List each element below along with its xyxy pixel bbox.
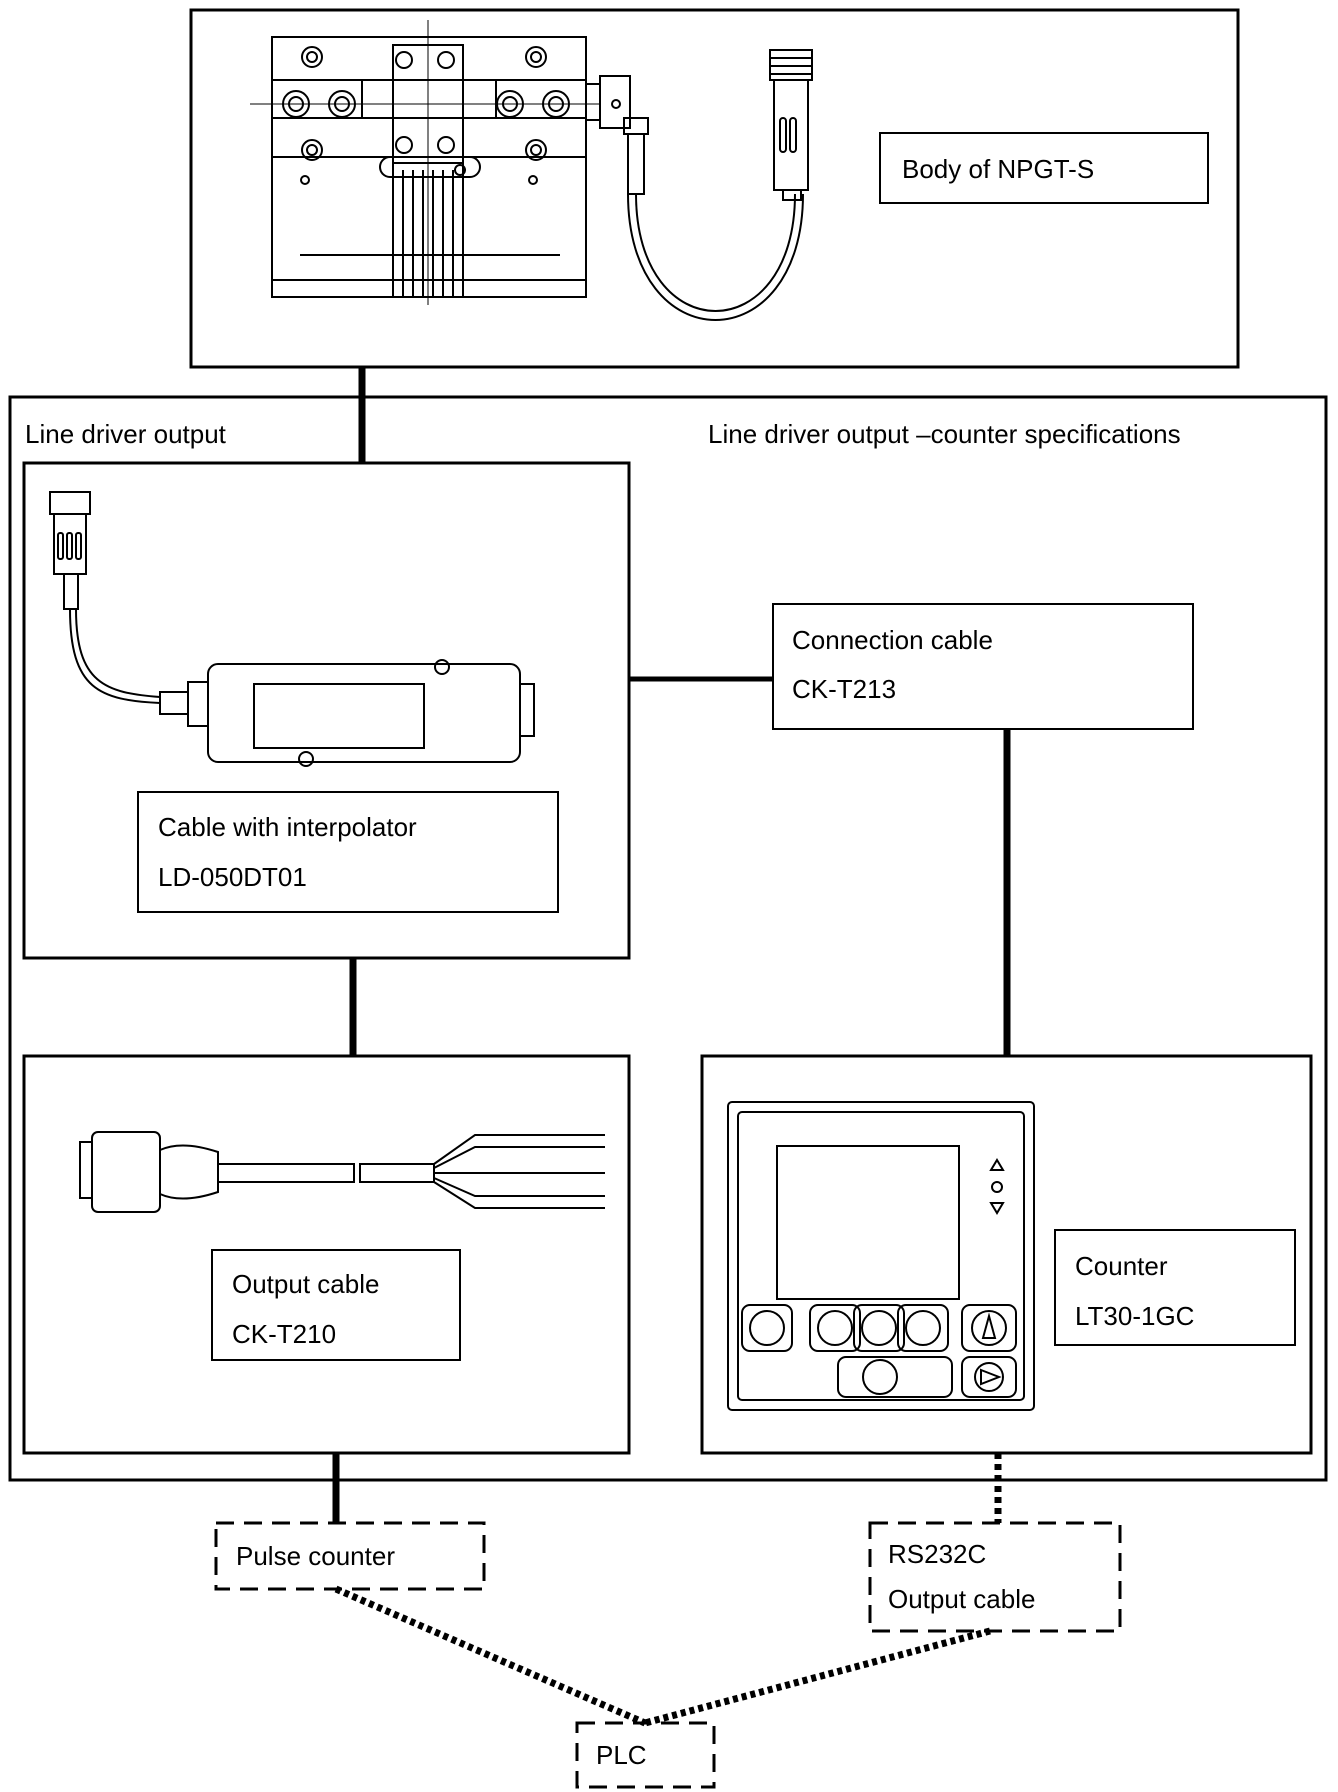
counter-drawing xyxy=(727,1101,1035,1411)
counter-label-box xyxy=(1054,1229,1296,1346)
npgt-body-label: Body of NPGT-S xyxy=(902,154,1095,184)
rs232c-output-label: Output cable xyxy=(888,1584,1036,1614)
interpolator-frame xyxy=(22,461,631,960)
plc-label: PLC xyxy=(596,1740,647,1770)
plc-box xyxy=(575,1721,716,1789)
interpolator-label: Cable with interpolator xyxy=(158,812,417,842)
link-rs232c-plc xyxy=(644,1627,991,1727)
output-cable-model: CK-T210 xyxy=(232,1319,337,1349)
interpolator-drawing xyxy=(49,491,535,767)
npgt-body-frame xyxy=(189,8,1240,369)
line-driver-frame xyxy=(8,395,1328,1482)
pulse-counter-label: Pulse counter xyxy=(236,1541,395,1571)
output-cable-drawing xyxy=(79,1131,605,1213)
link-pulse-plc xyxy=(334,1585,647,1727)
interpolator-model: LD-050DT01 xyxy=(158,862,307,892)
counter-frame xyxy=(700,1054,1313,1455)
counter-model: LT30-1GC xyxy=(1075,1301,1195,1331)
output-cable-frame xyxy=(22,1054,631,1455)
line-driver-title: Line driver output xyxy=(25,419,226,449)
counter-spec-title: Line driver output –counter specificatio… xyxy=(708,419,1181,449)
connection-cable-model: CK-T213 xyxy=(792,674,897,704)
npgt-s-drawing xyxy=(250,20,813,321)
connection-label-box xyxy=(772,603,1194,730)
counter-label: Counter xyxy=(1075,1251,1168,1281)
output-cable-label: Output cable xyxy=(232,1269,380,1299)
body-label-box xyxy=(879,132,1209,204)
connection-cable-label: Connection cable xyxy=(792,625,993,655)
output-cable-label-box xyxy=(211,1249,461,1361)
rs232c-label: RS232C xyxy=(888,1539,987,1569)
interpolator-label-box xyxy=(137,791,559,913)
